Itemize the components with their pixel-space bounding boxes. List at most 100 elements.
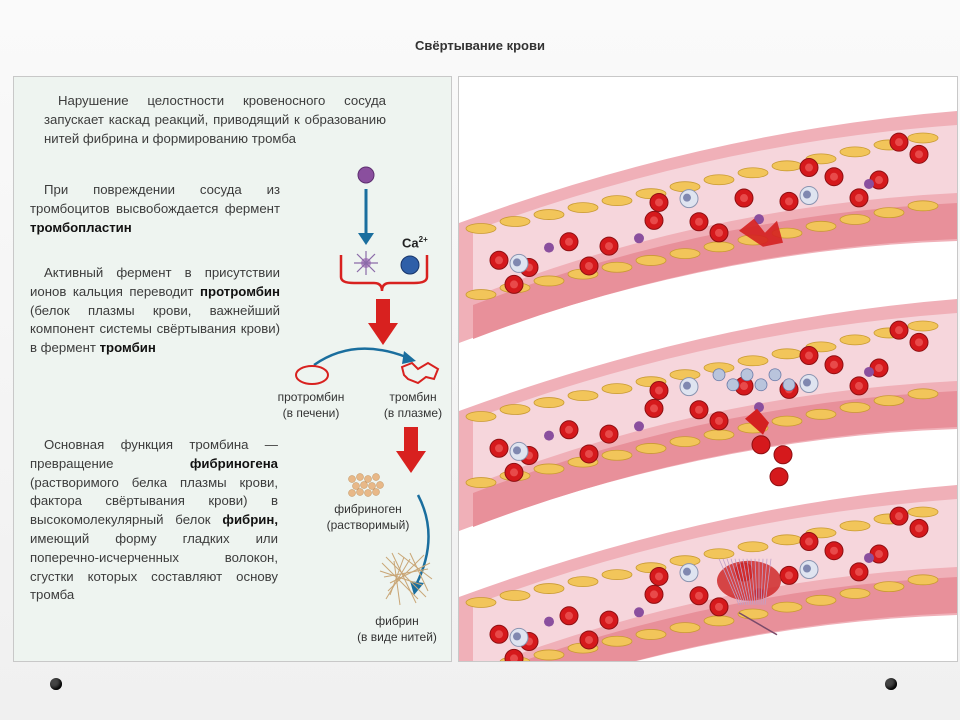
red-blood-cell-center	[510, 468, 518, 477]
red-blood-cell-center	[830, 360, 838, 369]
vessel-injury	[745, 408, 769, 435]
endothelial-cell	[465, 289, 497, 300]
platelet	[754, 214, 764, 225]
endothelial-cell	[907, 574, 939, 586]
fibrin-thread	[746, 558, 754, 605]
endothelial-cell	[601, 449, 633, 461]
white-blood-cell-nucleus	[513, 258, 521, 267]
red-blood-cell-center	[875, 176, 883, 185]
red-blood-cell-center	[915, 150, 923, 159]
red-blood-cell-center	[875, 550, 883, 559]
red-blood-cell-center	[695, 405, 703, 414]
endothelial-cell	[567, 576, 599, 588]
text-panel: Нарушение целостности кровеносного сосуд…	[13, 76, 452, 662]
white-blood-cell-nucleus	[683, 193, 691, 202]
fibrin-thread	[726, 558, 744, 605]
red-blood-cell-center	[695, 591, 703, 600]
endothelial-cell	[703, 615, 735, 627]
vessel-illustration-panel	[458, 76, 958, 717]
term-thrombin: тромбин	[99, 340, 156, 356]
platelet	[544, 242, 554, 253]
endothelial-cell	[703, 174, 735, 186]
arrow-down-red-icon	[368, 323, 398, 345]
platelet	[544, 616, 554, 627]
platelet	[864, 552, 874, 563]
endothelial-cell	[839, 146, 871, 158]
endothelial-cell	[737, 167, 769, 179]
white-blood-cell-nucleus	[513, 446, 521, 455]
endothelial-cell	[465, 477, 497, 488]
red-blood-cell-center	[830, 546, 838, 555]
fibrin-thread	[722, 558, 742, 605]
endothelial-cell	[601, 383, 633, 395]
endothelial-cell	[907, 132, 939, 144]
platelet	[634, 233, 644, 244]
platelet	[634, 421, 644, 432]
leaking-red-blood-cell	[773, 445, 793, 465]
red-blood-cell-center	[655, 198, 663, 207]
slide-title: Свёртывание крови	[415, 38, 545, 53]
endothelial-cell	[703, 241, 735, 253]
endothelial-cell	[873, 207, 905, 219]
endothelial-cell	[533, 463, 565, 475]
activated-platelet	[740, 368, 754, 382]
red-bracket-icon	[339, 255, 429, 292]
red-blood-cell-center	[805, 163, 813, 172]
endothelial-cell	[839, 402, 871, 413]
endothelial-cell	[907, 320, 939, 332]
endothelial-cell	[567, 390, 599, 402]
arrow-down-red-icon	[396, 451, 426, 473]
endothelial-cell	[805, 594, 837, 606]
fibrin-thread	[764, 558, 772, 605]
white-blood-cell-nucleus	[513, 632, 521, 641]
endothelial-cell	[839, 334, 871, 346]
vessel-injury	[739, 218, 783, 247]
red-blood-cell-center	[895, 512, 903, 521]
paragraph-fibrin-text-a: Основная функция тромбина — превращение	[30, 437, 278, 471]
red-blood-cell-center	[510, 280, 518, 289]
endothelial-cell	[907, 388, 939, 400]
red-blood-cell-center	[895, 326, 903, 335]
prothrombin-icon	[295, 365, 329, 385]
endothelial-cell	[737, 541, 769, 553]
endothelial-cell	[839, 588, 871, 599]
prothrombin-caption: протромбин (в печени)	[256, 389, 366, 421]
paragraph-thromboplastin-text: При повреждении сосуда из тромбоцитов вы…	[30, 182, 280, 216]
prothrombin-label: протромбин	[277, 390, 345, 404]
red-blood-cell-center	[495, 444, 503, 453]
paragraph-thromboplastin: При повреждении сосуда из тромбоцитов вы…	[30, 181, 280, 237]
red-blood-cell-center	[915, 338, 923, 347]
calcium-charge: 2+	[418, 235, 428, 244]
endothelial-cell	[805, 220, 837, 232]
red-blood-cell-center	[655, 572, 663, 581]
platelet	[634, 607, 644, 618]
fibrin-note: (в виде нитей)	[357, 630, 437, 644]
endothelial-cell	[771, 160, 803, 172]
leaking-red-blood-cell	[751, 435, 771, 455]
endothelial-cell	[703, 429, 735, 441]
vessel-lower-wall-1	[473, 203, 957, 339]
endothelial-cell	[805, 408, 837, 420]
endothelial-cell	[873, 581, 905, 593]
red-blood-cell-center	[585, 635, 593, 644]
red-blood-cell-center	[695, 217, 703, 226]
calcium-label: Ca2+	[402, 235, 428, 250]
fibrin-thread	[734, 558, 748, 605]
fibrin-label: фибрин	[375, 614, 419, 628]
endothelial-cell	[771, 534, 803, 546]
slide-bullet-right	[885, 678, 897, 690]
red-blood-cell-center	[715, 228, 723, 237]
red-blood-cell-center	[565, 425, 573, 434]
red-blood-cell-center	[895, 138, 903, 147]
red-blood-cell-center	[605, 616, 613, 625]
endothelial-cell	[771, 415, 803, 427]
white-blood-cell-nucleus	[683, 381, 691, 390]
calcium-symbol: Ca	[402, 235, 419, 251]
red-blood-cell-center	[915, 524, 923, 533]
red-blood-cell-center	[805, 351, 813, 360]
red-blood-cell-center	[785, 571, 793, 580]
red-blood-cell-center	[785, 197, 793, 206]
endothelial-cell	[499, 216, 531, 227]
fibrin-thread	[762, 558, 768, 605]
endothelial-cell	[465, 223, 497, 234]
